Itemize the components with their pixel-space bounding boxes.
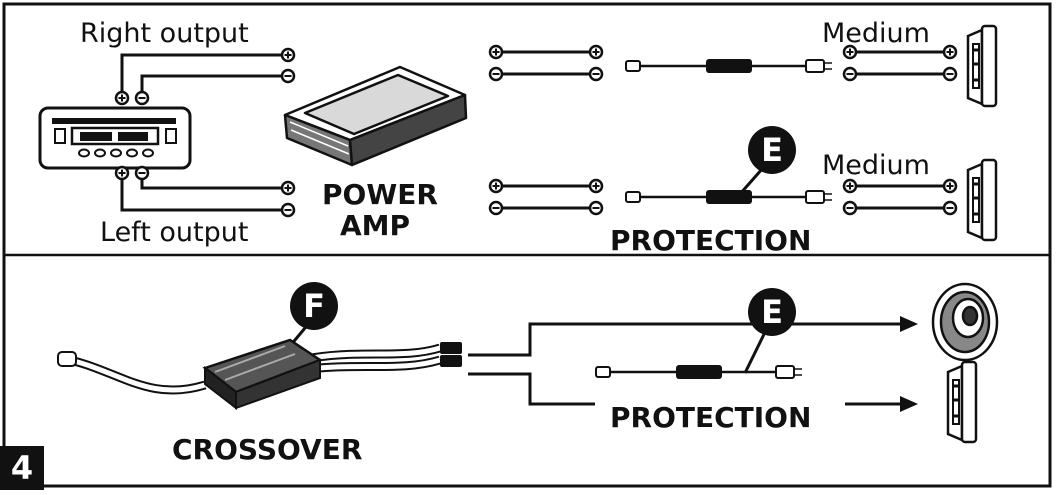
crossover-output-lines [468, 322, 900, 406]
badge-f: F [290, 282, 338, 330]
frame [2, 2, 1052, 488]
woofer [946, 360, 978, 444]
head-unit [38, 90, 192, 181]
badge-e-bottom: E [748, 288, 796, 336]
tweeter [931, 282, 999, 362]
right-output-label: Right output [80, 18, 249, 49]
power-amp-label-line1: POWER [322, 178, 438, 211]
medium-speaker-top [966, 24, 998, 108]
medium-label-top: Medium [822, 18, 930, 49]
protection-label-top: PROTECTION [610, 224, 812, 257]
power-amp [283, 65, 468, 167]
medium-label-bottom: Medium [822, 150, 930, 181]
step-number: 4 [0, 446, 44, 490]
protection-label-bottom: PROTECTION [610, 401, 812, 434]
badge-e-top: E [748, 126, 796, 174]
medium-speaker-bottom [966, 158, 998, 242]
crossover-unit [57, 338, 462, 411]
power-amp-label-line2: AMP [340, 209, 411, 242]
crossover-label: CROSSOVER [172, 433, 363, 466]
head-to-amp-wires [120, 53, 288, 212]
left-output-label: Left output [100, 217, 249, 248]
